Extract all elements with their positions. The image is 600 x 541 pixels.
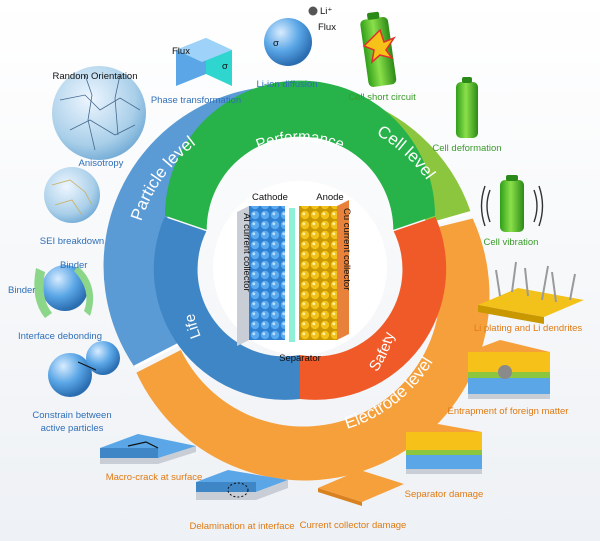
sigma-label-diffusion: σ <box>273 38 279 49</box>
phase-transformation-label: Phase transformation <box>151 95 241 106</box>
cu-collector-label: Cu current collector <box>341 208 352 290</box>
anode-label: Anode <box>316 192 343 203</box>
binder-label-top: Binder <box>60 260 87 271</box>
cathode-label: Cathode <box>252 192 288 203</box>
collector-damage-label: Current collector damage <box>300 520 407 531</box>
life-segment[interactable] <box>153 217 300 400</box>
short-circuit-battery: Cell short circuit <box>348 11 416 103</box>
binder-label-left: Binder <box>8 285 35 296</box>
deformation-battery: Cell deformation <box>432 77 502 154</box>
entrapment-label: Entrapment of foreign matter <box>448 406 569 417</box>
li-plus-label: Li⁺ <box>320 6 332 17</box>
li-plating-label: Li plating and Li dendrites <box>474 323 583 334</box>
phase-transformation-illustration: Flux σ Phase transformation <box>151 38 241 106</box>
separator-film <box>289 208 295 342</box>
li-plating-illustration: Li plating and Li dendrites <box>474 261 584 334</box>
anisotropy-label: Anisotropy <box>79 158 124 169</box>
entrapment-illustration: Entrapment of foreign matter <box>448 340 569 417</box>
random-orientation-label: Random Orientation <box>52 71 137 82</box>
cu-collector-plate <box>337 200 349 340</box>
life-title: Life <box>181 312 204 341</box>
electrode-level-segment[interactable] <box>136 218 490 481</box>
cathode-particles <box>249 206 285 340</box>
delamination-label: Delamination at interface <box>189 521 294 532</box>
sigma-label-phase: σ <box>222 61 228 72</box>
macro-crack-label: Macro-crack at surface <box>106 472 203 483</box>
macro-crack-illustration: Macro-crack at surface <box>100 434 202 483</box>
vibration-battery: Cell vibration <box>480 175 544 248</box>
cell-short-circuit-label: Cell short circuit <box>348 92 416 103</box>
li-ion-dot <box>308 6 318 16</box>
separator-label: Separator <box>279 353 321 364</box>
flux-label-phase: Flux <box>172 46 190 57</box>
separator-damage-illustration: Separator damage <box>405 424 484 500</box>
anode-particles <box>299 206 337 340</box>
interface-debonding-label: Interface debonding <box>18 331 102 342</box>
safety-segment[interactable] <box>300 217 447 400</box>
cell-vibration-label: Cell vibration <box>484 237 539 248</box>
particle-level-segment[interactable] <box>103 86 334 367</box>
collector-damage-illustration: Current collector damage <box>300 470 407 531</box>
li-ion-diffusion-label: Li-ion diffusion <box>256 79 317 90</box>
separator-damage-label: Separator damage <box>405 489 484 500</box>
cell-deformation-label: Cell deformation <box>432 143 501 154</box>
polycrystal-sphere <box>52 66 146 160</box>
performance-segment[interactable] <box>165 80 435 230</box>
interface-debonding-illustration: Binder Binder Interface debonding <box>8 260 102 342</box>
constrain-particles-illustration: Constrain between active particles <box>32 341 120 434</box>
li-ion-diffusion-illustration: Li⁺ Flux σ Li-ion diffusion <box>256 6 336 90</box>
random-orientation-illustration: Random Orientation <box>52 66 146 160</box>
delamination-illustration: Delamination at interface <box>189 470 295 532</box>
constrain-label-line2: active particles <box>41 423 104 434</box>
sei-breakdown-label: SEI breakdown <box>40 236 104 247</box>
center-cell-stack: Cathode Anode Al current collector Cu cu… <box>237 192 352 364</box>
al-collector-plate <box>237 206 249 346</box>
al-collector-label: Al current collector <box>241 213 252 292</box>
sei-breakdown-illustration: SEI breakdown <box>40 167 104 247</box>
flux-label-diffusion: Flux <box>318 22 336 33</box>
constrain-label-line1: Constrain between <box>32 410 111 421</box>
